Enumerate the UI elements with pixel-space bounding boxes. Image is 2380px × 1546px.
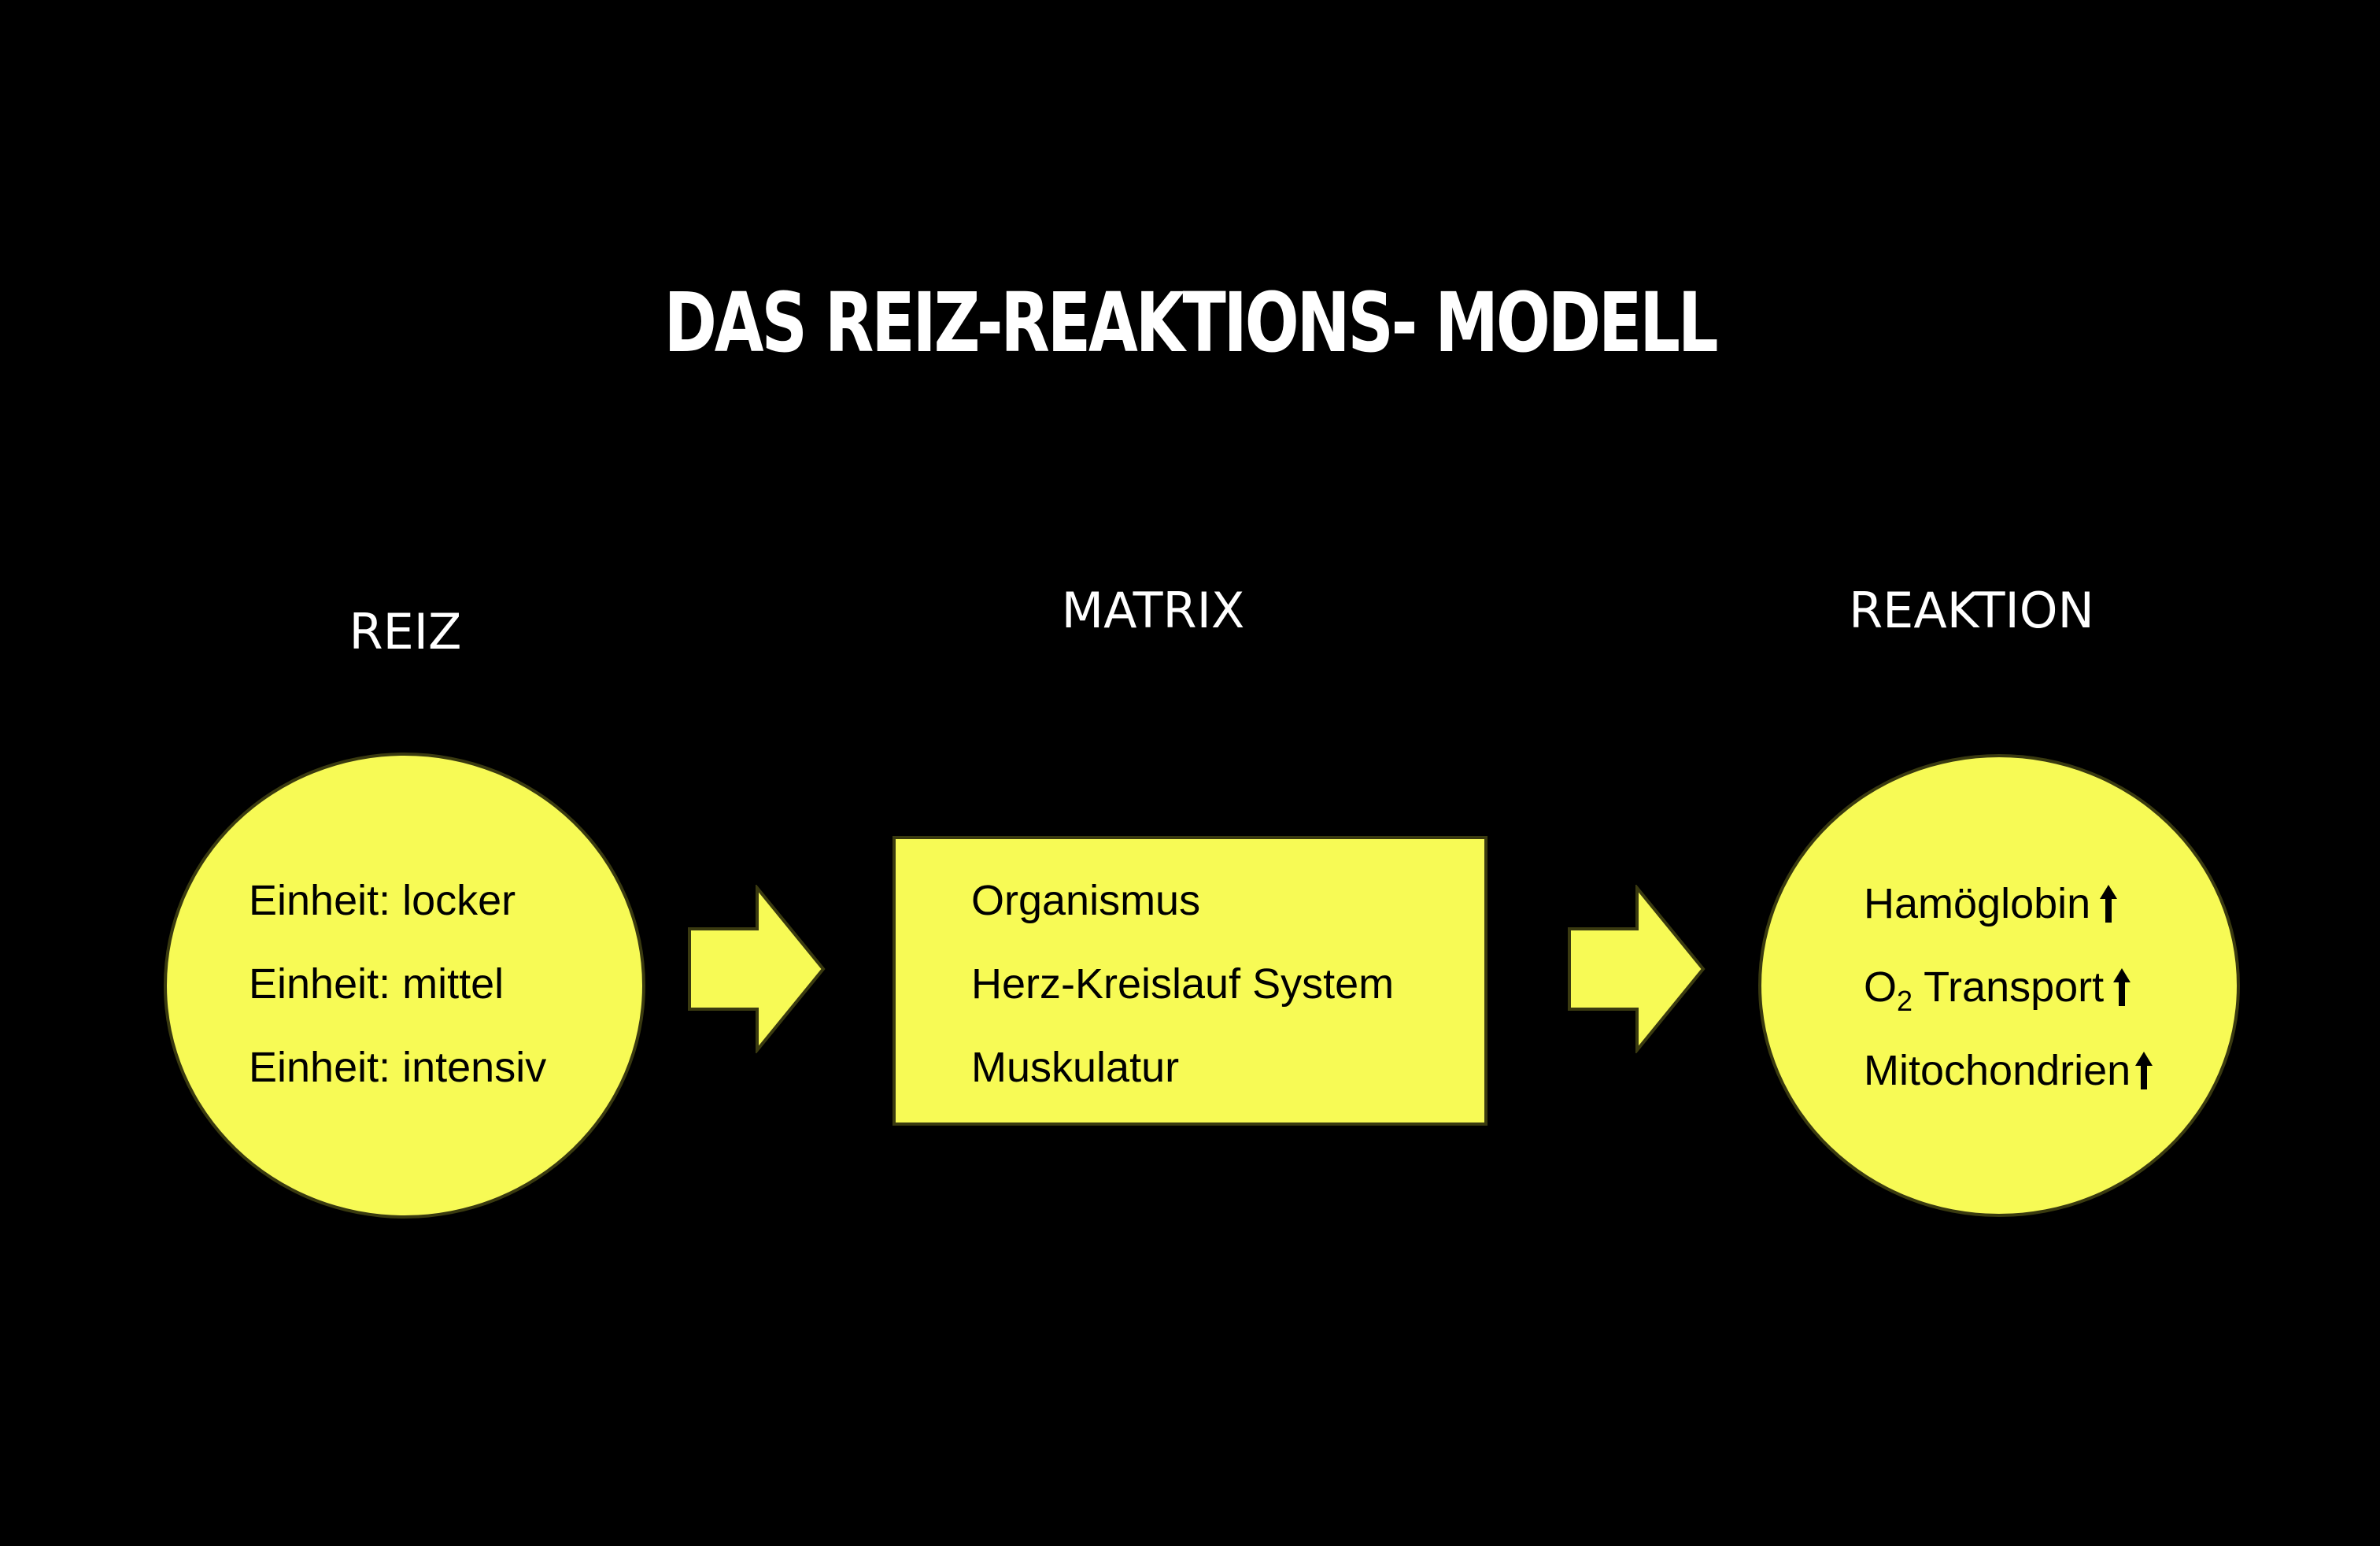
matrix-item: Muskulatur [971,1044,1180,1091]
reaktion-item-text: Transport [1913,963,2105,1011]
arrow-right-icon [1568,885,1706,1053]
up-arrow-icon [2113,968,2131,1006]
reaktion-item-text: Mitochondrien [1864,1047,2131,1094]
column-label-matrix: MATRIX [1061,582,1245,639]
up-arrow-icon [2135,1052,2153,1089]
column-label-reaktion: REAKTION [1849,582,2094,639]
reiz-item: Einheit: intensiv [249,1044,547,1091]
matrix-item: Herz-Kreislauf System [971,960,1395,1008]
reaktion-item-subscript: 2 [1897,985,1913,1017]
column-label-reiz: REIZ [349,603,462,660]
reaktion-circle [1758,754,2240,1217]
reiz-circle [164,753,645,1219]
reaktion-item-haemoglobin: Hamöglobin [1864,878,2118,929]
up-arrow-icon [2100,885,2118,923]
reiz-item: Einheit: locker [249,877,516,924]
matrix-item: Organismus [971,877,1201,924]
reiz-item: Einheit: mittel [249,960,504,1008]
reaktion-item-prefix: O [1864,963,1898,1011]
arrow-right-icon [688,885,826,1053]
reaktion-item-text: Hamöglobin [1864,880,2091,927]
reaktion-item-mitochondrien: Mitochondrien [1864,1045,2153,1096]
matrix-box [893,836,1488,1126]
reaktion-item-o2-transport: O2 Transport [1864,962,2131,1015]
diagram-title: DAS REIZ-REAKTIONS- MODELL [663,275,1719,371]
